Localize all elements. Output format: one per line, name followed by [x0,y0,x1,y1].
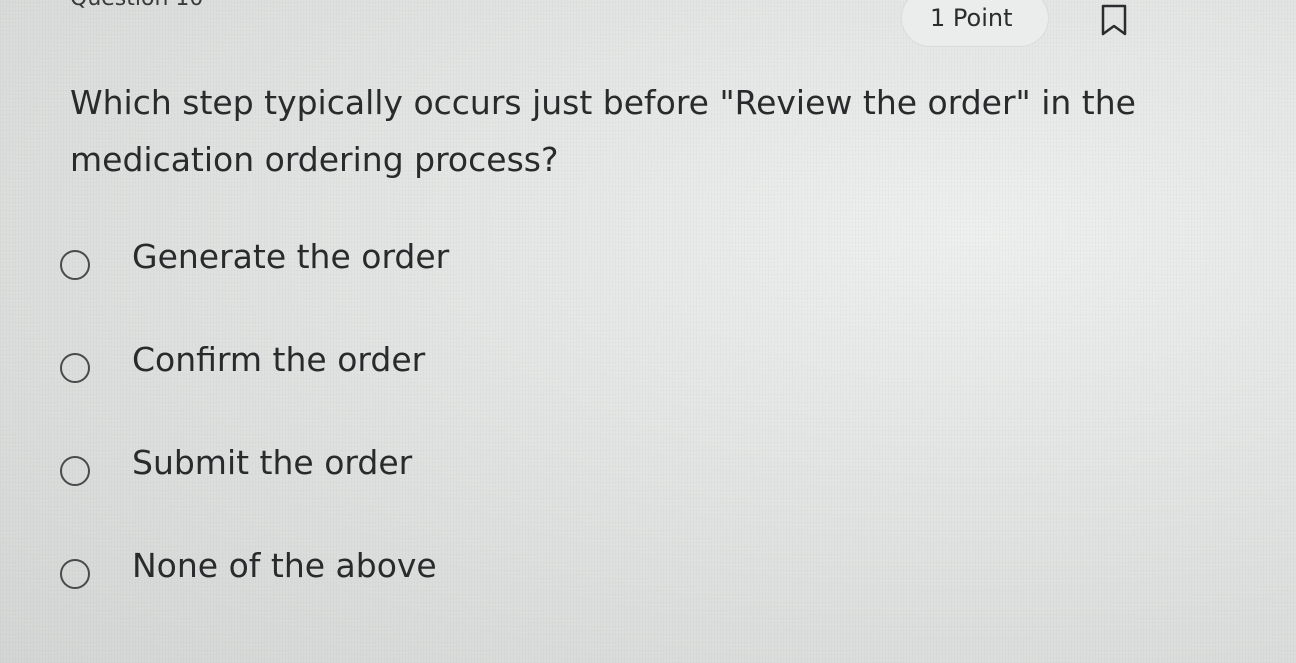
radio-button[interactable] [60,559,90,589]
radio-button[interactable] [60,353,90,383]
option-none-of-the-above[interactable]: None of the above [60,539,760,642]
points-label: 1 Point [930,4,1013,32]
bookmark-icon [1101,4,1127,36]
option-label: Confirm the order [132,340,426,379]
option-generate-the-order[interactable]: Generate the order [60,230,760,333]
radio-button[interactable] [60,456,90,486]
option-label: Submit the order [132,443,413,482]
option-submit-the-order[interactable]: Submit the order [60,436,760,539]
option-confirm-the-order[interactable]: Confirm the order [60,333,760,436]
question-number: Question 10 [70,0,203,11]
option-label: None of the above [132,546,437,585]
radio-button[interactable] [60,250,90,280]
option-label: Generate the order [132,237,450,276]
points-badge: 1 Point [902,0,1048,46]
question-text: Which step typically occurs just before … [70,83,1136,179]
bookmark-button[interactable] [1100,4,1128,36]
answer-options: Generate the order Confirm the order Sub… [60,230,760,642]
